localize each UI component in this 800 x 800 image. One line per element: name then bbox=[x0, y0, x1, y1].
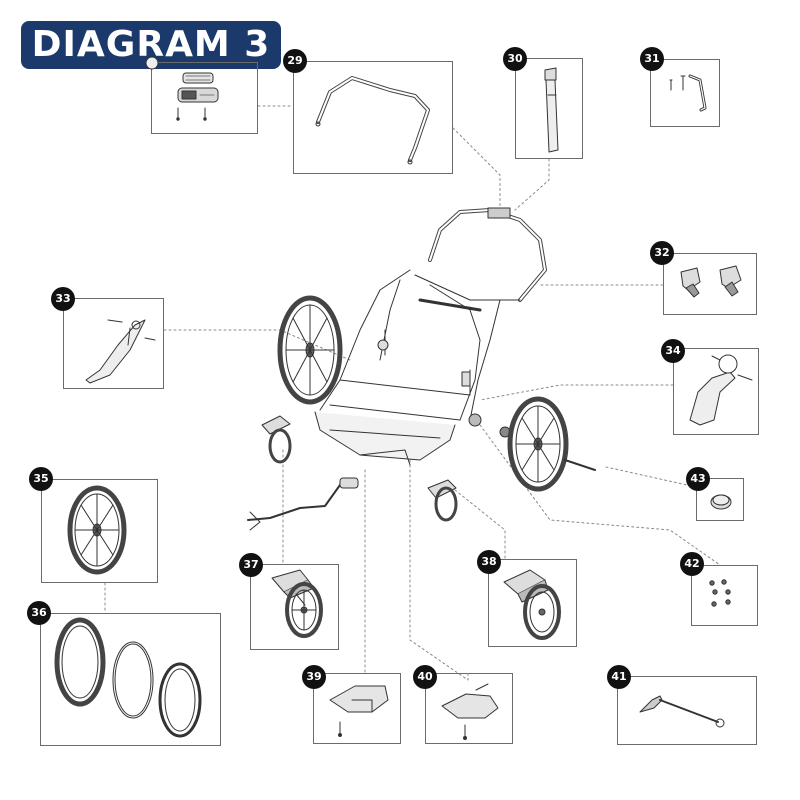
callout-29: 29 bbox=[283, 49, 307, 73]
rear-wheel-35-drawing bbox=[67, 485, 127, 575]
jogging-wheel-drawing bbox=[503, 569, 561, 640]
end-cap-drawing bbox=[710, 494, 732, 510]
callout-30: 30 bbox=[503, 47, 527, 71]
part-box-32 bbox=[663, 253, 757, 315]
bolts-hex-key-drawing bbox=[669, 74, 707, 112]
tire-tube-rim-drawing bbox=[54, 617, 202, 738]
part-box-29 bbox=[293, 61, 453, 174]
bracket-left-drawing bbox=[85, 319, 156, 384]
part-box-39 bbox=[313, 673, 401, 744]
callout-42: 42 bbox=[680, 552, 704, 576]
leader-lines bbox=[104, 105, 721, 681]
part-box-43 bbox=[696, 478, 744, 521]
bracket-right-drawing bbox=[689, 354, 753, 426]
callout-32: 32 bbox=[650, 241, 674, 265]
part-box-33 bbox=[63, 298, 164, 389]
part-box-handle-grip bbox=[151, 62, 258, 134]
callout-40: 40 bbox=[413, 665, 437, 689]
callout-43: 43 bbox=[686, 467, 710, 491]
mount-left-drawing bbox=[329, 685, 389, 737]
part-box-35 bbox=[41, 479, 158, 583]
stroller-frame-drawing bbox=[247, 207, 596, 531]
callout-38: 38 bbox=[477, 550, 501, 574]
callout-41: 41 bbox=[607, 665, 631, 689]
callout-37: 37 bbox=[239, 553, 263, 577]
diagram-title: DIAGRAM 3 bbox=[21, 21, 281, 69]
axle-drawing bbox=[639, 695, 725, 728]
part-box-40 bbox=[425, 673, 513, 744]
callout-33: 33 bbox=[51, 287, 75, 311]
part-box-42 bbox=[691, 565, 758, 626]
screws-drawing bbox=[709, 579, 731, 607]
callout-36: 36 bbox=[27, 601, 51, 625]
part-box-34 bbox=[673, 348, 759, 435]
clips-drawing bbox=[680, 265, 742, 298]
part-box-38 bbox=[488, 559, 577, 647]
handle-grip-drawing bbox=[145, 56, 219, 121]
stroller-wheel-drawing bbox=[271, 569, 323, 638]
callout-31: 31 bbox=[640, 47, 664, 71]
handlebar-drawing bbox=[315, 76, 430, 165]
part-box-37 bbox=[250, 564, 339, 650]
part-box-36 bbox=[40, 613, 221, 746]
part-box-41 bbox=[617, 676, 757, 745]
callout-34: 34 bbox=[661, 339, 685, 363]
mount-right-drawing bbox=[441, 683, 499, 740]
part-box-31 bbox=[650, 59, 720, 127]
callout-39: 39 bbox=[302, 665, 326, 689]
callout-35: 35 bbox=[29, 467, 53, 491]
strap-drawing bbox=[544, 67, 559, 153]
